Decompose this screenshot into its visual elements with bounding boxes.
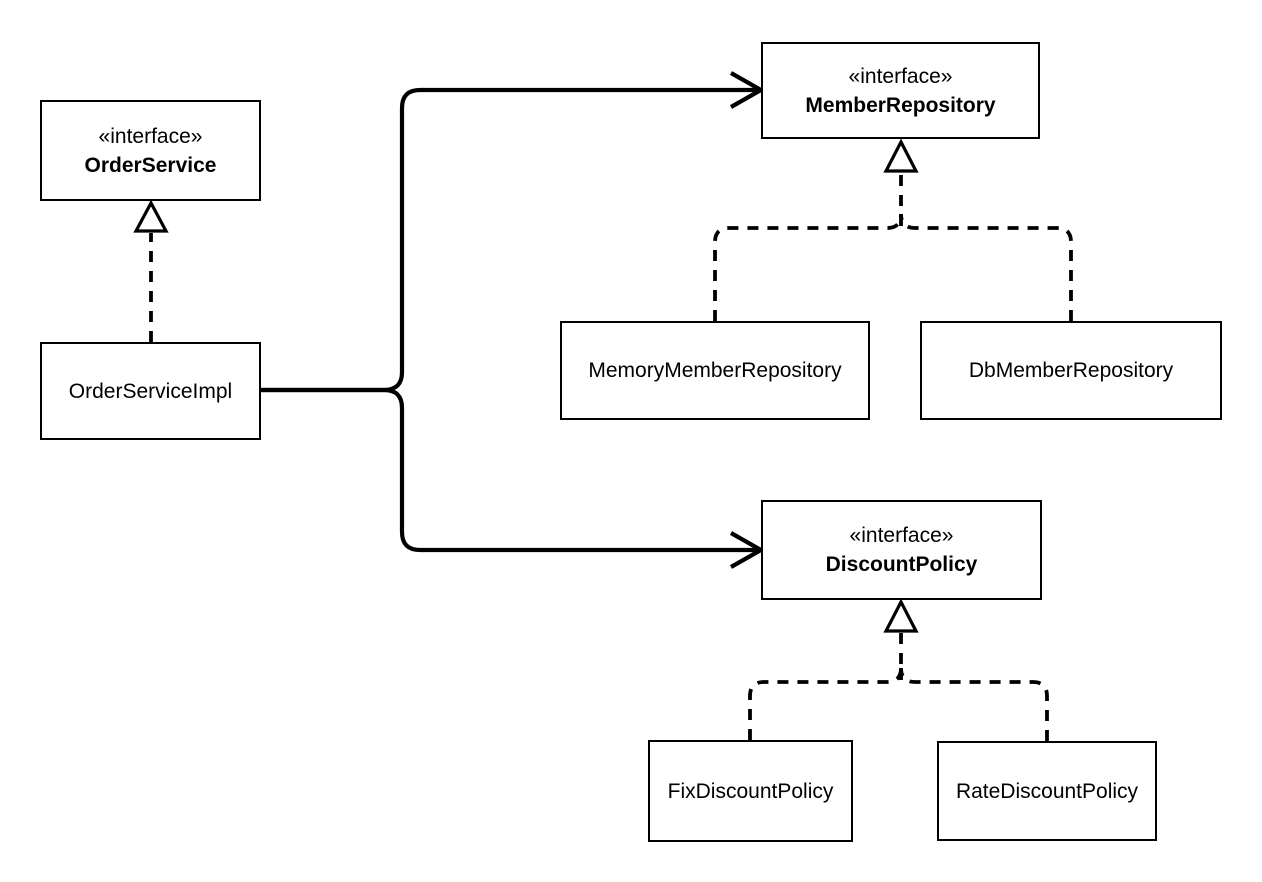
class-node-order-service: «interface» OrderService [40, 100, 261, 201]
hollow-triangle-icon [883, 138, 919, 173]
stereotype-label: «interface» [98, 124, 203, 148]
class-name: MemberRepository [805, 93, 996, 117]
class-node-rate-discount-policy: RateDiscountPolicy [937, 741, 1157, 841]
class-node-memory-member-repository: MemoryMemberRepository [560, 321, 870, 420]
class-node-member-repository: «interface» MemberRepository [761, 42, 1040, 139]
class-node-db-member-repository: DbMemberRepository [920, 321, 1222, 420]
edge-orderserviceimpl-to-orderservice [133, 199, 169, 342]
hollow-triangle-icon [133, 199, 169, 233]
stereotype-label: «interface» [849, 524, 954, 547]
class-name: RateDiscountPolicy [955, 779, 1139, 803]
class-node-fix-discount-policy: FixDiscountPolicy [648, 740, 853, 842]
class-name: DiscountPolicy [825, 553, 978, 576]
stereotype-label: «interface» [848, 64, 953, 88]
class-name: OrderServiceImpl [68, 379, 233, 403]
edge-discountpolicy-realization-tree [748, 598, 1049, 741]
class-node-discount-policy: «interface» DiscountPolicy [761, 500, 1042, 600]
class-name: MemoryMemberRepository [588, 359, 842, 382]
hollow-triangle-icon [883, 598, 919, 633]
edge-memberrepository-realization-tree [713, 138, 1073, 321]
class-name: FixDiscountPolicy [667, 779, 834, 803]
class-node-order-service-impl: OrderServiceImpl [40, 342, 261, 440]
class-name: DbMemberRepository [968, 359, 1174, 382]
class-name: OrderService [84, 153, 217, 177]
